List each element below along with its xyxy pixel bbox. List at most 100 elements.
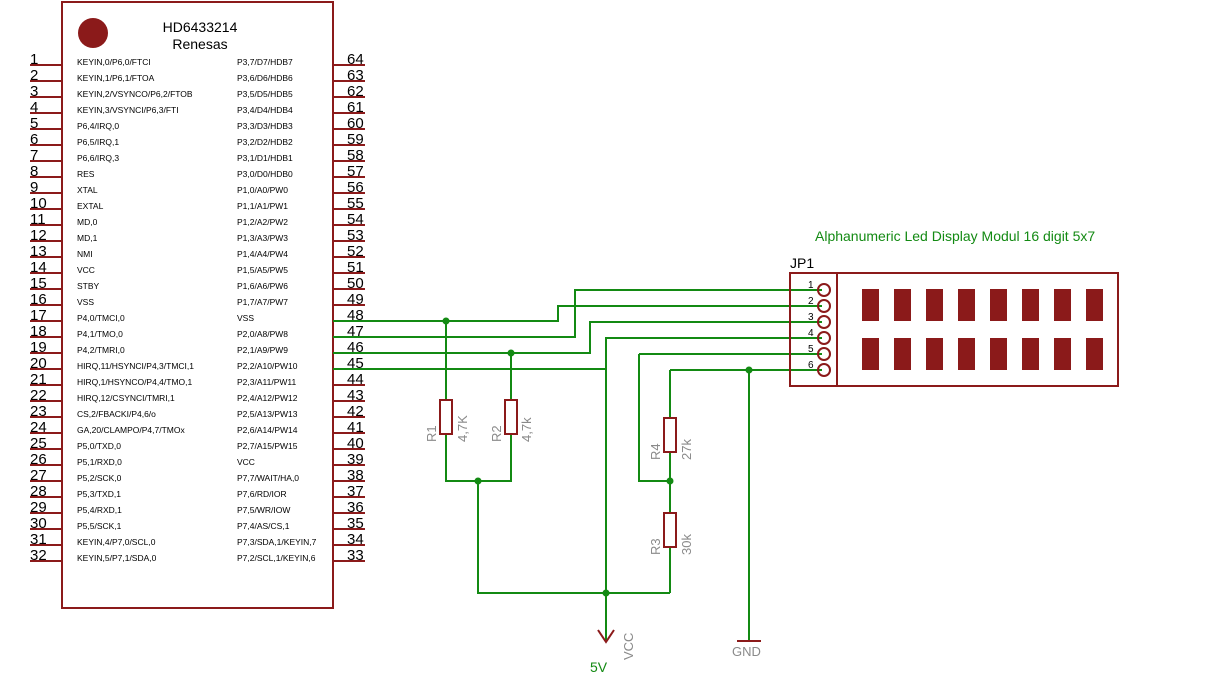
ic-pin-number: 42 — [347, 403, 364, 420]
ic-pin-number: 43 — [347, 387, 364, 404]
ic-pin-number: 29 — [30, 499, 47, 516]
ic-pin-name: VCC — [237, 457, 255, 467]
ic-pin-name: EXTAL — [77, 201, 104, 211]
display-digits — [862, 289, 1103, 370]
connector-ref: JP1 — [790, 255, 814, 271]
ic-pin-name: KEYIN,0/P6,0/FTCI — [77, 57, 151, 67]
ic-pin-name: P2,7/A15/PW15 — [237, 441, 298, 451]
ic-pin-name: P5,5/SCK,1 — [77, 521, 122, 531]
ic-pin-name: GA,20/CLAMPO/P4,7/TMOx — [77, 425, 185, 435]
digit-segment — [990, 289, 1007, 321]
ic-pin-number: 13 — [30, 243, 47, 260]
junction-dot — [602, 589, 610, 597]
ic-pin-name: P4,1/TMO,0 — [77, 329, 123, 339]
ic-pin-number: 46 — [347, 339, 364, 356]
pin1-marker-icon — [78, 18, 108, 48]
ic-pin-name: P5,2/SCK,0 — [77, 473, 122, 483]
ic-pin-number: 18 — [30, 323, 47, 340]
vcc-symbol[interactable]: VCC 5V — [590, 629, 636, 675]
ic-pin-number: 15 — [30, 275, 47, 292]
ic-pin-name: P7,2/SCL,1/KEYIN,6 — [237, 553, 316, 563]
ic-pin-name: KEYIN,5/P7,1/SDA,0 — [77, 553, 157, 563]
ic-pin-number: 53 — [347, 227, 364, 244]
resistor-value: 4,7K — [455, 415, 470, 442]
ic-pin-number: 25 — [30, 435, 47, 452]
ic-pin-number: 12 — [30, 227, 47, 244]
vcc-value: 5V — [590, 659, 608, 675]
ic-pin-name: P5,3/TXD,1 — [77, 489, 121, 499]
ic-pin-name: P3,1/D1/HDB1 — [237, 153, 293, 163]
ic-pin-number: 2 — [30, 67, 38, 84]
ic-pin-number: 52 — [347, 243, 364, 260]
ic-pin-number: 57 — [347, 163, 364, 180]
junction-dot — [745, 366, 753, 374]
connector-pin-icon — [817, 299, 831, 313]
ic-pin-name: MD,0 — [77, 217, 98, 227]
ic-pin-number: 47 — [347, 323, 364, 340]
ic-pin-number: 26 — [30, 451, 47, 468]
ic-pin-number: 62 — [347, 83, 364, 100]
ic-pin-name: P1,1/A1/PW1 — [237, 201, 288, 211]
ic-pin-number: 28 — [30, 483, 47, 500]
resistor-r3[interactable]: R3 30k — [648, 512, 694, 555]
ic-pin-name: P6,5/IRQ,1 — [77, 137, 119, 147]
ic-pin-number: 60 — [347, 115, 364, 132]
ic-pin-name: KEYIN,4/P7,0/SCL,0 — [77, 537, 156, 547]
ic-pin-name: RES — [77, 169, 95, 179]
ic-pin-number: 51 — [347, 259, 364, 276]
ic-pin-name: P1,3/A3/PW3 — [237, 233, 288, 243]
ic-pin-number: 11 — [30, 211, 46, 228]
ic-pin-name: HIRQ,1/HSYNCO/P4,4/TMO,1 — [77, 377, 193, 387]
ic-pin-name: VCC — [77, 265, 95, 275]
junctions — [442, 317, 753, 597]
ic-pin-name: HIRQ,11/HSYNCI/P4,3/TMCI,1 — [77, 361, 194, 371]
resistor-body — [439, 399, 453, 435]
resistor-r1[interactable]: R1 4,7K — [424, 399, 470, 442]
ic-pin-number: 48 — [347, 307, 364, 324]
ic-pin-name: P7,3/SDA,1/KEYIN,7 — [237, 537, 317, 547]
display-module[interactable]: Alphanumeric Led Display Modul 16 digit … — [789, 228, 1119, 387]
ic-pin-number: 30 — [30, 515, 47, 532]
ic-pin-name: P2,4/A12/PW12 — [237, 393, 298, 403]
ic-pin-number: 31 — [30, 531, 47, 548]
ic-pin-number: 36 — [347, 499, 364, 516]
resistor-r2[interactable]: R2 4,7k — [489, 399, 534, 442]
ic-pin-number: 10 — [30, 195, 47, 212]
ic-pin-number: 38 — [347, 467, 364, 484]
digit-segment — [862, 338, 879, 370]
ic-pin-name: P2,3/A11/PW11 — [237, 377, 296, 387]
ic-pin-number: 27 — [30, 467, 47, 484]
gnd-symbol[interactable]: GND — [732, 640, 761, 659]
ic-pin-number: 61 — [347, 99, 364, 116]
digit-segment — [1054, 338, 1071, 370]
ic-right-pins: 64P3,7/D7/HDB763P3,6/D6/HDB662P3,5/D5/HD… — [237, 51, 365, 564]
resistor-r4[interactable]: R4 27k — [648, 417, 694, 460]
ic-pin-name: P1,2/A2/PW2 — [237, 217, 288, 227]
resistor-body — [504, 399, 518, 435]
ic-pin-number: 41 — [347, 419, 364, 436]
ic-pin-number: 6 — [30, 131, 38, 148]
ic-pin-name: P2,2/A10/PW10 — [237, 361, 298, 371]
connector-pin-icon — [817, 363, 831, 377]
ic-pin-number: 24 — [30, 419, 47, 436]
connector-pin-number: 4 — [808, 328, 814, 339]
ic-pin-number: 8 — [30, 163, 38, 180]
ic-pin-number: 40 — [347, 435, 364, 452]
wire-pin48-jp2 — [333, 305, 822, 322]
ic-pin-name: P7,4/AS/CS,1 — [237, 521, 290, 531]
ic-pin-number: 1 — [30, 51, 38, 68]
ic-pin-name: KEYIN,1/P6,1/FTOA — [77, 73, 155, 83]
connector-pin-number: 6 — [808, 360, 814, 371]
ic-pin-number: 39 — [347, 451, 364, 468]
display-title: Alphanumeric Led Display Modul 16 digit … — [815, 228, 1095, 244]
ic-pin-number: 16 — [30, 291, 47, 308]
ic-pin-number: 50 — [347, 275, 364, 292]
ic-pin-number: 9 — [30, 179, 38, 196]
ic-pin-number: 22 — [30, 387, 47, 404]
ic-pin-name: MD,1 — [77, 233, 98, 243]
ic-pin-name: NMI — [77, 249, 93, 259]
ic-pin-number: 21 — [30, 371, 47, 388]
